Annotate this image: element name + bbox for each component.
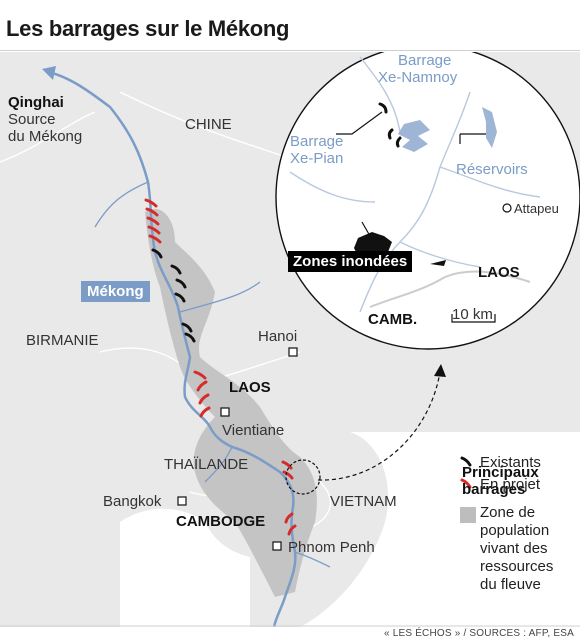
population-zone: [145, 208, 317, 598]
title-divider: [0, 50, 580, 51]
inset-label-xe-namnoy-2: Xe-Namnoy: [378, 69, 458, 86]
inset-label-reservoirs: Réservoirs: [456, 161, 528, 178]
legend-planned-label: En projet: [480, 476, 541, 493]
mekong-river: [47, 70, 297, 627]
city-marker-phnom-penh: [272, 541, 282, 551]
legend-title-line2: barrages: [462, 481, 526, 498]
inset-label-zones-inondees: Zones inondées: [288, 251, 413, 272]
label-vietnam: VIETNAM: [330, 493, 397, 510]
inset-label-xe-namnoy-1: Barrage: [398, 52, 452, 69]
label-hanoi: Hanoi: [258, 328, 298, 345]
legend-title: Principaux barrages: [462, 464, 539, 498]
legend-planned-symbol: [460, 478, 472, 489]
legend-existing-symbol: [460, 456, 472, 467]
inset-leader-lines: [336, 111, 486, 144]
label-thailande: THAÏLANDE: [164, 456, 249, 473]
label-mekong: Mékong: [81, 281, 150, 302]
existing-dams: [151, 248, 196, 343]
detail-pointer-arrowhead: [434, 364, 446, 377]
label-cambodge: CAMBODGE: [176, 513, 266, 530]
sea-area: [120, 508, 250, 627]
legend-zone-line3: vivant des: [480, 540, 548, 557]
label-qinghai: Qinghai: [8, 94, 64, 111]
inset-label-laos: LAOS: [478, 264, 520, 281]
legend-zone-line5: du fleuve: [480, 576, 541, 593]
inset-label-camb: CAMB.: [368, 311, 418, 328]
legend-existing-label: Existants: [480, 454, 541, 471]
inset-reservoir-main: [398, 120, 430, 152]
label-source-line2: du Mékong: [8, 128, 83, 145]
city-marker-bangkok: [177, 496, 187, 506]
label-source-line1: Source: [8, 111, 56, 128]
detail-pointer-line: [317, 371, 441, 481]
detail-marker-circle: [285, 459, 321, 495]
sea-east: [300, 432, 580, 627]
inset-dam-xe-namnoy: [378, 102, 388, 114]
legend-zone-label: Zone de population vivant des ressources…: [480, 504, 553, 594]
planned-dams: [144, 198, 297, 536]
river-tributaries: [94, 181, 331, 568]
legend-title-line1: Principaux: [462, 464, 539, 481]
map-area: Qinghai Source du Mékong CHINE Mékong BI…: [0, 52, 580, 627]
inset-reservoir-east: [482, 107, 497, 148]
legend-zone-line1: Zone de: [480, 504, 536, 521]
inset-label-xe-pian-1: Barrage: [290, 133, 344, 150]
inset-label-attapeu: Attapeu: [514, 201, 559, 216]
city-marker-vientiane: [220, 407, 230, 417]
inset-label-scale: 10 km: [452, 306, 493, 323]
city-marker-hanoi: [288, 347, 298, 357]
river-source-arrow: [42, 66, 56, 80]
map-title: Les barrages sur le Mékong: [6, 16, 290, 41]
legend-zone-line4: ressources: [480, 558, 554, 575]
inset-zones-pointer: [361, 221, 371, 237]
label-bangkok: Bangkok: [103, 493, 162, 510]
label-phnom-penh: Phnom Penh: [288, 539, 375, 556]
inset-label-xe-pian-2: Xe-Pian: [290, 150, 344, 167]
label-laos: LAOS: [229, 379, 271, 396]
label-birmanie: BIRMANIE: [26, 332, 99, 349]
label-chine: CHINE: [185, 116, 232, 133]
inset-border: [369, 270, 531, 308]
label-vientiane: Vientiane: [222, 422, 285, 439]
legend-zone-swatch: [460, 507, 476, 523]
inset-attapeu-marker: [502, 203, 512, 213]
map-svg: [0, 52, 580, 627]
inset-dam-xe-pian: [387, 128, 402, 148]
legend-zone-line2: population: [480, 522, 550, 539]
source-credit: « LES ÉCHOS » / SOURCES : AFP, ESA: [383, 628, 574, 639]
inset-flooded-zone: [354, 232, 446, 270]
scale-bar: [451, 314, 496, 323]
inset-rivers: [289, 56, 541, 313]
